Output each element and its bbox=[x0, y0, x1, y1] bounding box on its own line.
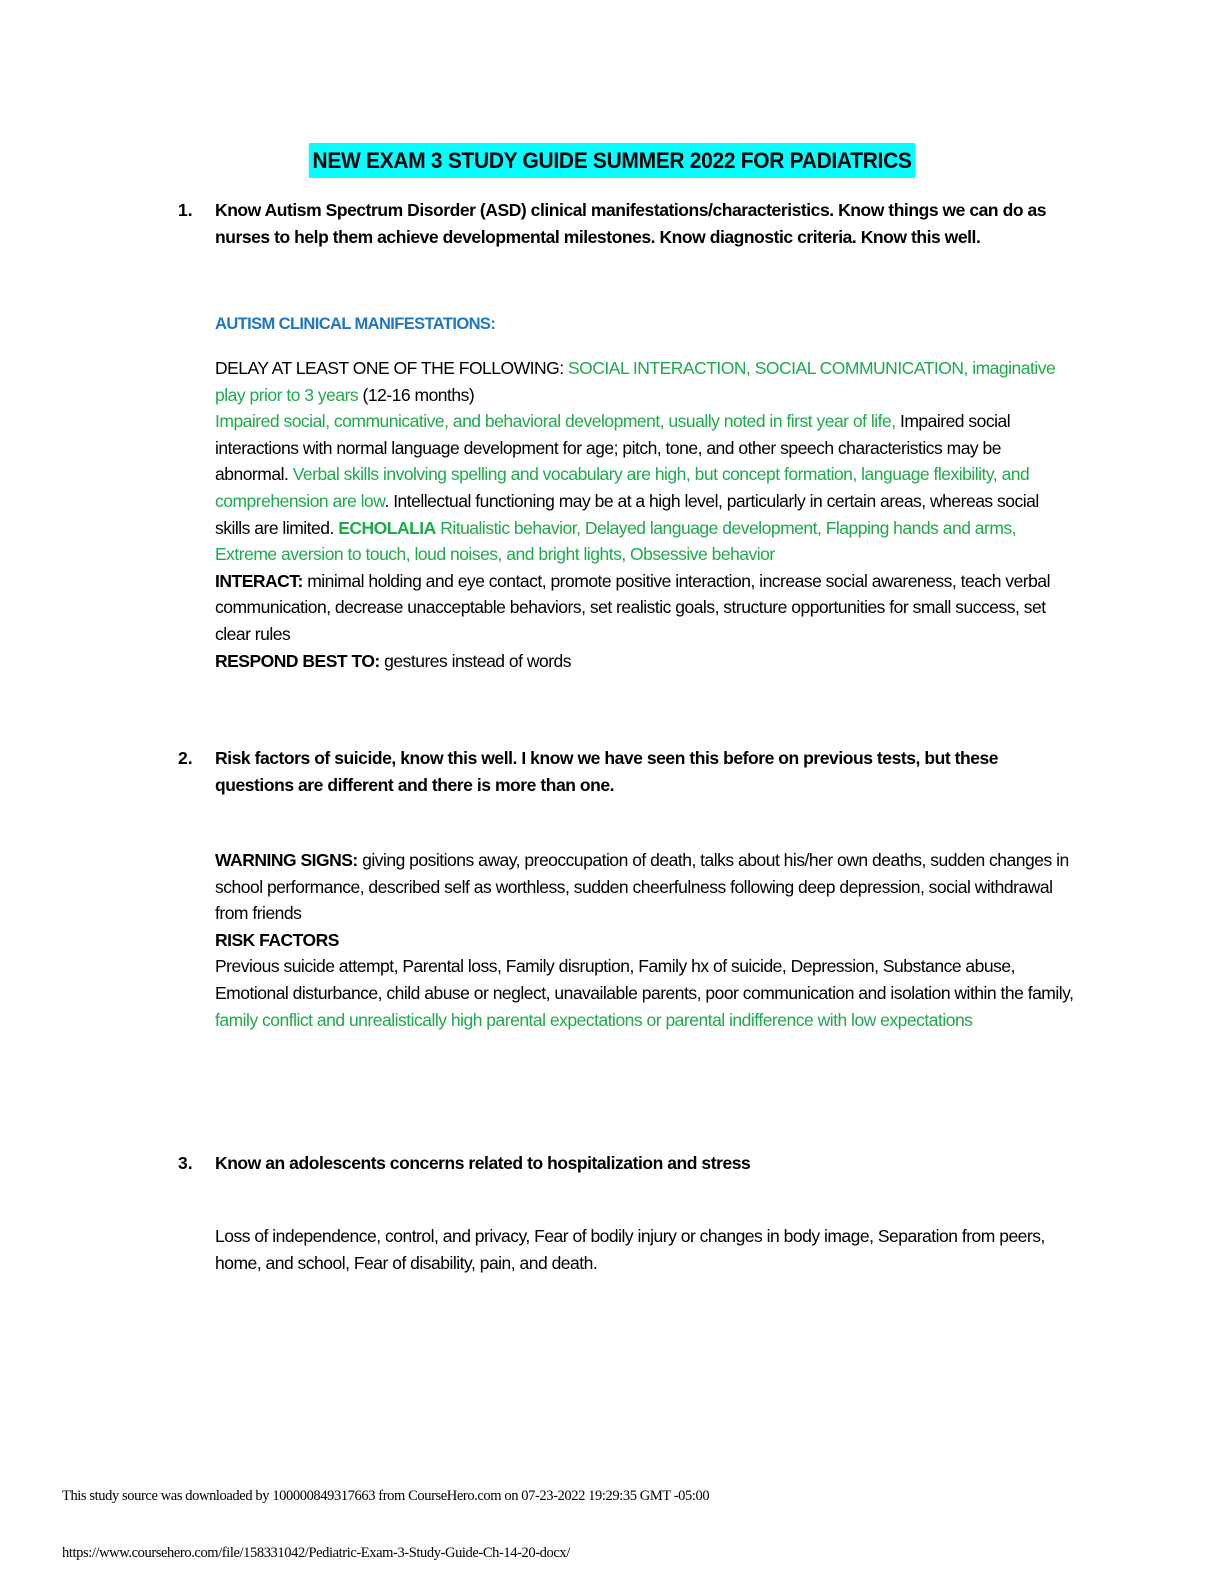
suicide-body: WARNING SIGNS: giving positions away, pr… bbox=[215, 847, 1075, 1033]
source-url[interactable]: https://www.coursehero.com/file/15833104… bbox=[62, 1545, 570, 1561]
verbal-highlight: Verbal skills involving spelling and voc… bbox=[215, 464, 1030, 511]
item-heading: Know Autism Spectrum Disorder (ASD) clin… bbox=[215, 200, 1047, 247]
warning-label: WARNING SIGNS: bbox=[215, 850, 358, 870]
adolescent-body: Loss of independence, control, and priva… bbox=[215, 1223, 1075, 1276]
paragraph: Previous suicide attempt, Parental loss,… bbox=[215, 953, 1075, 1033]
ritualistic-highlight: Ritualistic behavior, Delayed language d… bbox=[215, 517, 1017, 565]
delay-tail: (12-16 months) bbox=[358, 384, 475, 405]
respond-label: RESPOND BEST TO: bbox=[215, 650, 380, 671]
intellectual-text: . Intellectual functioning may be at a h… bbox=[215, 490, 1039, 538]
interact-text: minimal holding and eye contact, promote… bbox=[215, 570, 1050, 644]
question-item-1: 1. Know Autism Spectrum Disorder (ASD) c… bbox=[178, 197, 1078, 250]
risk-text: Previous suicide attempt, Parental loss,… bbox=[215, 956, 1074, 1003]
item-number: 1. bbox=[178, 200, 193, 220]
paragraph: RESPOND BEST TO: gestures instead of wor… bbox=[215, 648, 1075, 675]
delay-highlight: SOCIAL INTERACTION, SOCIAL COMMUNICATION… bbox=[215, 358, 1056, 405]
paragraph: DELAY AT LEAST ONE OF THE FOLLOWING: SOC… bbox=[215, 355, 1075, 408]
paragraph: WARNING SIGNS: giving positions away, pr… bbox=[215, 847, 1075, 927]
risk-label: RISK FACTORS bbox=[215, 929, 339, 950]
item-heading: Know an adolescents concerns related to … bbox=[215, 1153, 751, 1173]
item-number: 2. bbox=[178, 748, 193, 768]
echolalia-label: ECHOLALIA bbox=[338, 517, 436, 538]
page-title: NEW EXAM 3 STUDY GUIDE SUMMER 2022 FOR P… bbox=[308, 143, 916, 178]
download-note: This study source was downloaded by 1000… bbox=[62, 1488, 710, 1504]
autism-subheading-block: AUTISM CLINICAL MANIFESTATIONS: bbox=[215, 311, 1075, 338]
question-item-3: 3. Know an adolescents concerns related … bbox=[178, 1150, 1078, 1177]
question-item-2: 2. Risk factors of suicide, know this we… bbox=[178, 745, 1078, 798]
paragraph: Loss of independence, control, and priva… bbox=[215, 1226, 1045, 1273]
item-heading: Risk factors of suicide, know this well.… bbox=[215, 748, 999, 795]
delay-label: DELAY AT LEAST ONE OF THE FOLLOWING: bbox=[215, 358, 568, 378]
interact-label: INTERACT: bbox=[215, 570, 303, 591]
impaired-highlight: Impaired social, communicative, and beha… bbox=[215, 411, 896, 432]
item-number: 3. bbox=[178, 1153, 193, 1173]
impaired-text: Impaired social interactions with normal… bbox=[215, 411, 1011, 485]
warning-text: giving positions away, preoccupation of … bbox=[215, 850, 1069, 924]
title-container: NEW EXAM 3 STUDY GUIDE SUMMER 2022 FOR P… bbox=[0, 143, 1224, 178]
paragraph: INTERACT: minimal holding and eye contac… bbox=[215, 568, 1075, 648]
risk-highlight: family conflict and unrealistically high… bbox=[215, 1009, 973, 1030]
respond-text: gestures instead of words bbox=[379, 650, 572, 671]
paragraph: Impaired social, communicative, and beha… bbox=[215, 408, 1075, 568]
autism-manifestations-body: DELAY AT LEAST ONE OF THE FOLLOWING: SOC… bbox=[215, 355, 1075, 674]
section-subheading: AUTISM CLINICAL MANIFESTATIONS: bbox=[215, 315, 496, 333]
